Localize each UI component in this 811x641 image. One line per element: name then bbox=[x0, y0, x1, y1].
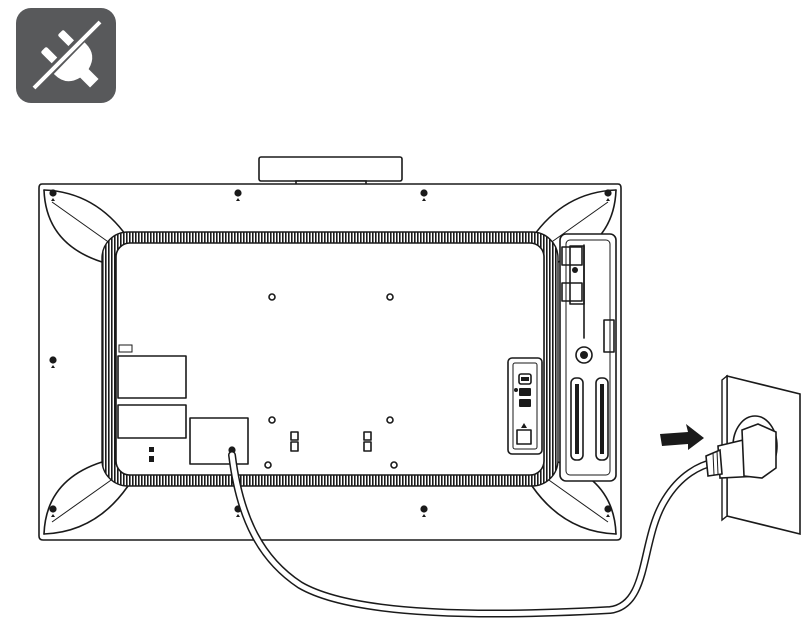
side-module bbox=[559, 233, 617, 482]
port-panel bbox=[507, 357, 543, 455]
power-cable bbox=[228, 451, 719, 618]
unplug-icon bbox=[16, 8, 116, 103]
label-stickers bbox=[117, 344, 187, 462]
power-plug bbox=[705, 423, 777, 479]
vesa-holes bbox=[264, 293, 398, 469]
hatched-trim bbox=[101, 231, 559, 487]
insert-arrow bbox=[660, 424, 704, 450]
cable-clips bbox=[290, 431, 372, 452]
